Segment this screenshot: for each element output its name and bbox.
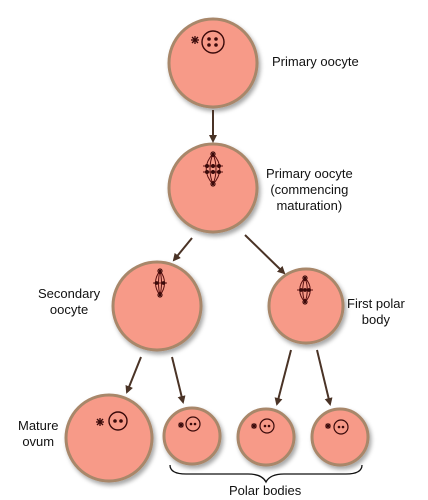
arrow-first-polar-to-polar-3	[316, 349, 333, 406]
cell-polar-body-2	[236, 407, 296, 467]
nucleus-icon	[333, 419, 349, 435]
nucleus-icon	[201, 30, 225, 54]
spindle-icon	[297, 275, 313, 305]
label-primary-oocyte: Primary oocyte	[272, 54, 359, 69]
polar-bodies-brace	[169, 464, 363, 484]
cell-polar-body-3	[310, 407, 370, 467]
label-polar-bodies: Polar bodies	[229, 483, 302, 498]
spindle-icon	[203, 151, 223, 187]
centrosome-icon	[96, 418, 104, 426]
centrosome-icon	[178, 422, 184, 428]
arrow-commencing-to-first-polar	[244, 234, 286, 275]
centrosome-icon	[325, 423, 331, 429]
arrow-secondary-to-ovum	[125, 356, 142, 394]
arrow-secondary-to-polar-1	[171, 356, 186, 404]
cell-secondary-oocyte	[111, 260, 203, 352]
label-primary-oocyte-commencing: Primary oocyte (commencing maturation)	[266, 166, 353, 213]
nucleus-icon	[185, 416, 201, 432]
cell-first-polar-body	[267, 267, 345, 345]
nucleus-icon	[259, 418, 275, 434]
arrow-commencing-to-secondary	[172, 237, 193, 262]
cell-primary-oocyte-commencing	[167, 142, 259, 234]
label-first-polar-body: First polar body	[347, 296, 405, 327]
label-mature-ovum: Mature ovum	[18, 418, 59, 449]
nucleus-icon	[108, 411, 128, 431]
cell-primary-oocyte	[167, 17, 259, 109]
cell-polar-body-1	[162, 406, 222, 466]
label-secondary-oocyte: Secondary oocyte	[38, 286, 101, 317]
centrosome-icon	[191, 36, 199, 44]
arrow-first-polar-to-polar-2	[274, 349, 292, 406]
cell-mature-ovum	[64, 393, 154, 483]
centrosome-icon	[251, 423, 257, 429]
spindle-icon	[153, 268, 167, 298]
